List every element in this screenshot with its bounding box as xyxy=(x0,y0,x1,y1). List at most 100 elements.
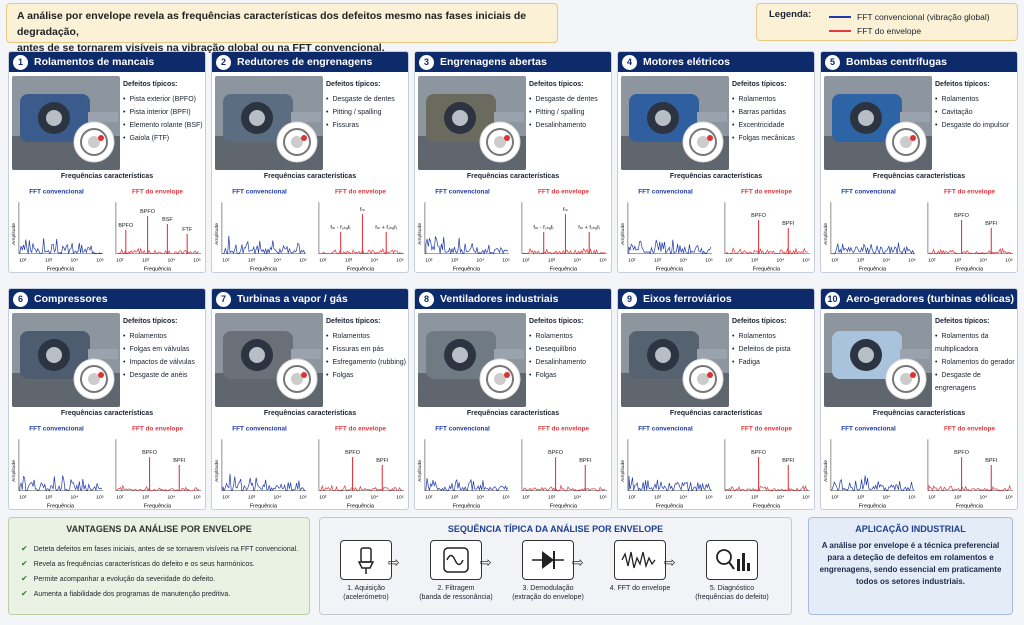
conv-label: FFT convencional xyxy=(232,188,287,195)
bearing-icon xyxy=(73,121,115,163)
sequence-panel: SEQUÊNCIA TÍPICA DA ANÁLISE POR ENVELOPE… xyxy=(319,517,792,615)
tick-label: 10⁵ xyxy=(1005,258,1013,264)
x-axis-label: Frequência xyxy=(47,267,75,273)
defects-list: Desgaste de dentesPitting / spallingDesa… xyxy=(529,93,611,132)
tick-label: 10² xyxy=(522,258,529,264)
tick-label: 10² xyxy=(425,495,432,501)
defects-block: Defeitos típicos:RolamentosBarras partid… xyxy=(732,78,814,145)
defect-item: Fissuras em pás xyxy=(326,343,408,356)
tick-label: 10⁵ xyxy=(802,495,810,501)
tick-label: 10² xyxy=(522,495,529,501)
card-number: 8 xyxy=(419,291,434,307)
machine-photo xyxy=(12,76,120,170)
tick-label: 10³ xyxy=(857,495,864,501)
machine-photo xyxy=(215,76,323,170)
defects-title: Defeitos típicos: xyxy=(935,81,990,88)
x-axis-label: Frequência xyxy=(956,504,984,510)
tick-label: 10⁵ xyxy=(705,495,713,501)
arrow-icon: ⇨ xyxy=(572,554,584,570)
application-title: APLICAÇÃO INDUSTRIAL xyxy=(855,524,966,534)
x-axis-label: Frequência xyxy=(550,267,578,273)
defects-list: RolamentosDesequilíbrioDesalinhamentoFol… xyxy=(529,330,611,382)
advantages-title: VANTAGENS DA ANÁLISE POR ENVELOPE xyxy=(66,524,252,534)
conv-spectrum xyxy=(831,475,915,492)
valve-icon xyxy=(73,358,115,400)
defect-item: Rolamentos do gerador xyxy=(935,356,1017,369)
env-spectrum xyxy=(116,247,200,255)
step-sub: (frequências do defeito) xyxy=(695,594,769,601)
defects-list: RolamentosFolgas em válvulasImpactos de … xyxy=(123,330,205,382)
tick-label: 10⁵ xyxy=(299,258,307,264)
tick-label: 10⁴ xyxy=(168,495,176,501)
tick-label: 10² xyxy=(928,258,935,264)
defect-item: Folgas em válvulas xyxy=(123,343,205,356)
env-spectrum xyxy=(522,247,605,255)
tick-label: 10⁴ xyxy=(71,495,79,501)
step-label: 4. FFT do envelope xyxy=(609,585,671,592)
tick-label: 10⁴ xyxy=(777,495,785,501)
env-label: FFT do envelope xyxy=(538,425,589,432)
tick-label: 10³ xyxy=(248,495,255,501)
sequence-step-1: 1. Aquisição (acelerómetro) xyxy=(322,540,410,602)
tick-label: 10⁴ xyxy=(574,495,582,501)
frequencies-title: Frequências características xyxy=(60,173,154,180)
defects-block: Defeitos típicos:RolamentosFolgas em vál… xyxy=(123,315,205,382)
x-axis-label: Frequência xyxy=(144,504,172,510)
tick-label: 10² xyxy=(116,258,123,264)
legend-swatch-envelope xyxy=(829,30,851,32)
defects-list: RolamentosBarras partidasExcentricidadeF… xyxy=(732,93,814,145)
defects-list: RolamentosCavitaçãoDesgaste do impulsor xyxy=(935,93,1017,132)
tick-label: 10² xyxy=(831,258,838,264)
peak-label: BPFO xyxy=(751,213,766,219)
y-axis-label: Amplitude xyxy=(417,223,423,245)
defect-item: Folgas mecânicas xyxy=(732,132,814,145)
env-spectrum xyxy=(928,247,1012,255)
defect-item: Impactos de válvulas xyxy=(123,356,205,369)
defect-item: Rolamentos xyxy=(326,330,408,343)
env-label: FFT do envelope xyxy=(538,188,589,195)
card-title: Compressores xyxy=(34,293,108,305)
tick-label: 10⁵ xyxy=(96,495,104,501)
tick-label: 10³ xyxy=(451,258,458,264)
defect-item: Desgaste de dentes xyxy=(326,93,408,106)
x-axis-label: Frequência xyxy=(753,267,781,273)
defect-item: Desgaste do impulsor xyxy=(935,119,1017,132)
conv-spectrum xyxy=(425,235,509,255)
tick-label: 10⁵ xyxy=(502,258,510,264)
defect-item: Pista interior (BPFI) xyxy=(123,106,205,119)
tick-label: 10³ xyxy=(45,258,52,264)
card-title: Bombas centrífugas xyxy=(846,56,947,68)
peak-label: BPFO xyxy=(954,450,969,456)
tick-label: 10² xyxy=(19,258,26,264)
tick-label: 10³ xyxy=(954,258,961,264)
x-axis-label: Frequência xyxy=(347,504,375,510)
defects-title: Defeitos típicos: xyxy=(123,81,178,88)
blade-icon xyxy=(276,358,318,400)
conv-spectrum xyxy=(425,478,509,492)
step-label: 5. Diagnóstico xyxy=(709,585,755,592)
peak-label: BPFO xyxy=(140,209,155,215)
bearing-icon xyxy=(885,358,927,400)
defect-item: Fissuras xyxy=(326,119,408,132)
tick-label: 10⁴ xyxy=(274,495,282,501)
env-label: FFT do envelope xyxy=(335,188,386,195)
card-title: Eixos ferroviários xyxy=(643,293,732,305)
step-sub: (extração do envelope) xyxy=(512,594,584,601)
env-spectrum xyxy=(725,484,808,492)
env-label: FFT do envelope xyxy=(741,188,792,195)
frequencies-title: Frequências características xyxy=(263,410,357,417)
peak-label: BPFO xyxy=(118,223,133,229)
tick-label: 10³ xyxy=(751,258,758,264)
tick-label: 10⁴ xyxy=(371,495,379,501)
defects-title: Defeitos típicos: xyxy=(326,318,381,325)
filter-icon xyxy=(430,540,482,580)
